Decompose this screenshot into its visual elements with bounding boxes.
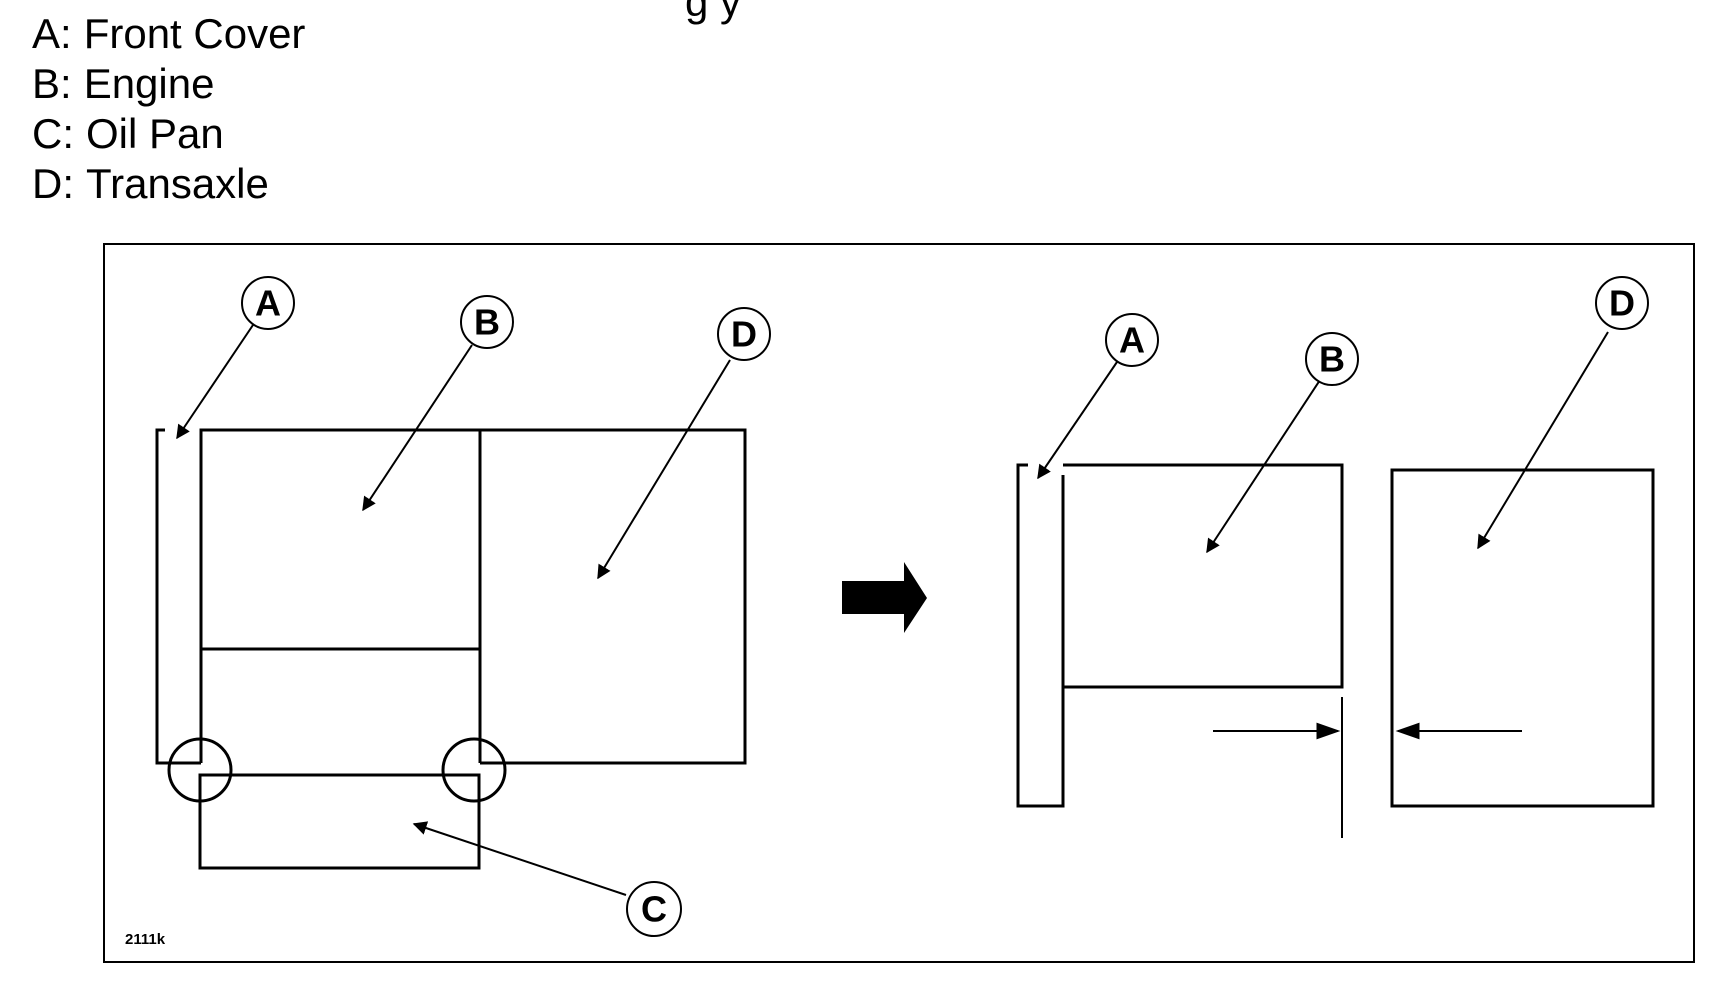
callout-letter: A bbox=[255, 283, 281, 324]
legend-separator: : bbox=[62, 110, 75, 157]
legend-label: Oil Pan bbox=[86, 110, 224, 157]
legend-letter: C bbox=[32, 110, 63, 157]
oil-pan-outline bbox=[198, 773, 481, 870]
assembled-leaders bbox=[176, 324, 731, 896]
leader-a-before bbox=[176, 324, 254, 440]
leader-d-after bbox=[1477, 331, 1609, 550]
callout-letter: B bbox=[474, 302, 500, 343]
legend-separator: : bbox=[60, 60, 72, 107]
legend-letter: D bbox=[32, 160, 63, 207]
front-cover-outline bbox=[155, 428, 201, 765]
callout-circle bbox=[241, 276, 295, 330]
left-joint-circle bbox=[167, 737, 233, 803]
cropped-heading-text: g y bbox=[685, 0, 742, 25]
legend-letter: B bbox=[32, 60, 61, 107]
callout-c-before: C bbox=[626, 881, 682, 937]
callout-letter: C bbox=[641, 889, 667, 930]
legend-item-b: B:Engine bbox=[32, 59, 305, 109]
callout-letter: D bbox=[731, 314, 757, 355]
cropped-heading-fragment: g y bbox=[0, 0, 1717, 40]
callout-d-before: D bbox=[717, 307, 771, 361]
separated-leaders bbox=[1037, 331, 1609, 554]
leader-a-after bbox=[1037, 361, 1118, 480]
engine-outline bbox=[199, 428, 482, 763]
callout-circle bbox=[717, 307, 771, 361]
engine-outline bbox=[1063, 463, 1344, 689]
legend-letter: A bbox=[32, 10, 61, 57]
callout-circle bbox=[1305, 332, 1359, 386]
separation-gap-indicator bbox=[1213, 697, 1522, 838]
callout-circle bbox=[1105, 313, 1159, 367]
figure-frame bbox=[103, 243, 1695, 963]
front-cover-outline bbox=[1016, 463, 1065, 808]
callout-b-after: B bbox=[1305, 332, 1359, 386]
legend-label: Transaxle bbox=[86, 160, 269, 207]
callout-letter: A bbox=[1119, 320, 1145, 361]
legend-item-a: A:Front Cover bbox=[32, 9, 305, 59]
right-joint-circle bbox=[441, 737, 507, 803]
transition-arrow-icon bbox=[842, 562, 927, 633]
callout-circle bbox=[1595, 276, 1649, 330]
transaxle-outline bbox=[1390, 468, 1655, 808]
callout-letter: B bbox=[1319, 339, 1345, 380]
callout-a-after: A bbox=[1105, 313, 1159, 367]
legend-label: Engine bbox=[83, 60, 215, 107]
separated-view bbox=[1016, 463, 1655, 808]
assembled-view bbox=[155, 428, 747, 870]
figure-code: 2111k bbox=[125, 931, 166, 948]
callout-letter: D bbox=[1609, 283, 1635, 324]
legend-item-c: C:Oil Pan bbox=[32, 109, 305, 159]
transaxle-outline bbox=[480, 428, 747, 765]
legend-label: Front Cover bbox=[83, 10, 306, 57]
callout-circle bbox=[460, 295, 514, 349]
component-legend: A:Front Cover B:Engine C:Oil Pan D:Trans… bbox=[32, 9, 305, 209]
legend-separator: : bbox=[62, 160, 75, 207]
leader-d-before bbox=[597, 359, 731, 580]
callout-d-after: D bbox=[1595, 276, 1649, 330]
callout-b-before: B bbox=[460, 295, 514, 349]
leader-b-before bbox=[362, 344, 473, 512]
callout-circle bbox=[626, 881, 682, 937]
leader-c-before bbox=[412, 821, 627, 896]
callout-a-before: A bbox=[241, 276, 295, 330]
leader-b-after bbox=[1206, 379, 1321, 554]
legend-item-d: D:Transaxle bbox=[32, 159, 305, 209]
legend-separator: : bbox=[60, 10, 72, 57]
